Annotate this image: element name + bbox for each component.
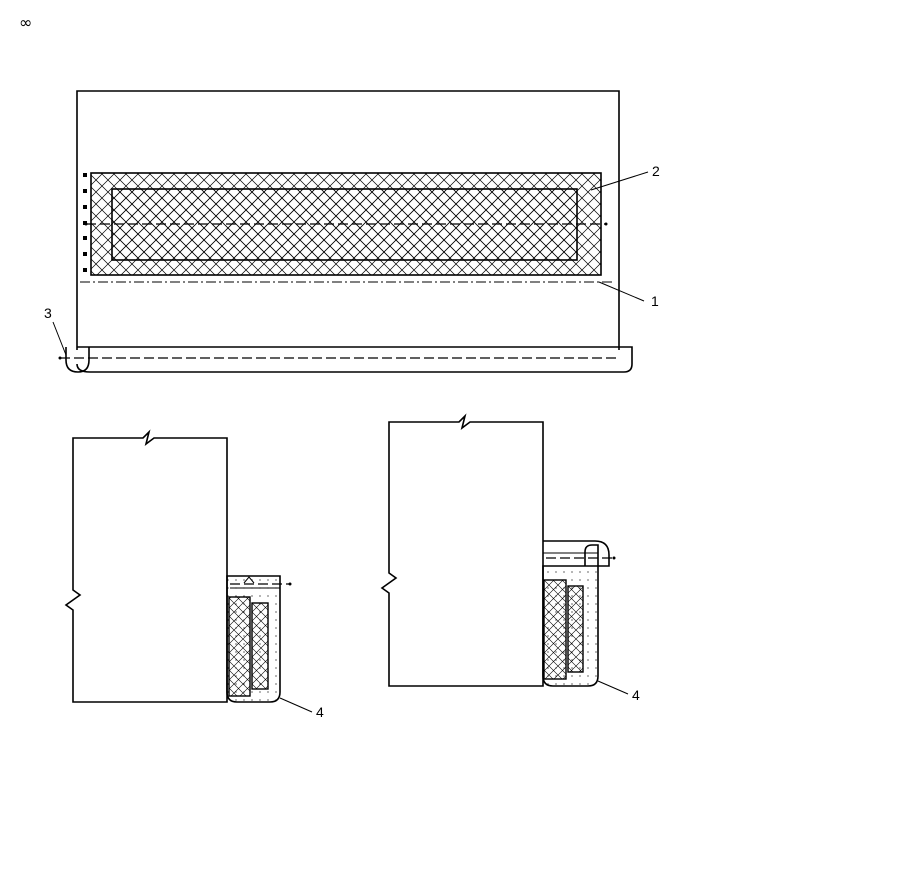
hem-fold (65, 347, 90, 373)
corner-mark: ∞ (19, 13, 32, 32)
callout-4-right: 4 (632, 687, 640, 703)
callout-2: 2 (652, 163, 660, 179)
hem-fold-right (543, 540, 610, 567)
panel-outline-left (64, 429, 228, 703)
layer-inner-left (251, 602, 269, 690)
hem-band (76, 346, 633, 373)
callout-3: 3 (44, 305, 52, 321)
panel-outline-right (380, 413, 544, 687)
callout-1: 1 (651, 293, 659, 309)
panel-outline (76, 90, 620, 350)
figure-top: 2 1 3 (44, 90, 660, 373)
layer-outer-left (228, 596, 251, 697)
callout-4-left: 4 (316, 704, 324, 720)
figure-left: 4 (64, 429, 324, 720)
edge-marks (83, 173, 87, 272)
figure-right: 4 (380, 413, 640, 703)
layer-inner-right (567, 585, 584, 673)
layer-outer-right (543, 579, 567, 680)
